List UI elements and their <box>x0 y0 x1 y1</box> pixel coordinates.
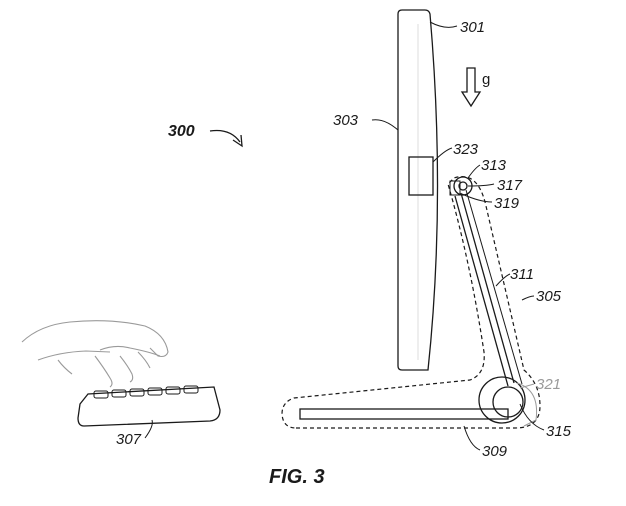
label-301: 301 <box>460 19 485 36</box>
stand-arm <box>455 190 522 386</box>
label-313: 313 <box>481 157 507 174</box>
label-300: 300 <box>168 123 195 140</box>
hand-sketch <box>22 321 168 387</box>
stand-dashed-outline <box>282 177 540 428</box>
gravity-label: g <box>482 71 490 88</box>
label-315: 315 <box>546 423 572 440</box>
label-317: 317 <box>497 177 523 194</box>
gravity-arrow <box>462 68 480 106</box>
label-307: 307 <box>116 431 142 448</box>
label-305: 305 <box>536 288 562 305</box>
keyboard <box>78 386 220 426</box>
label-323: 323 <box>453 141 479 158</box>
label-321: 321 <box>536 376 561 393</box>
label-311: 311 <box>510 266 534 283</box>
stand-base <box>300 409 508 419</box>
label-319: 319 <box>494 195 520 212</box>
label-303: 303 <box>333 112 359 129</box>
lower-hinge <box>479 377 525 423</box>
display-monitor <box>398 10 438 370</box>
figure-caption: FIG. 3 <box>269 466 325 488</box>
label-309: 309 <box>482 443 508 460</box>
system-arrow <box>210 130 242 146</box>
mount-block <box>409 157 433 195</box>
